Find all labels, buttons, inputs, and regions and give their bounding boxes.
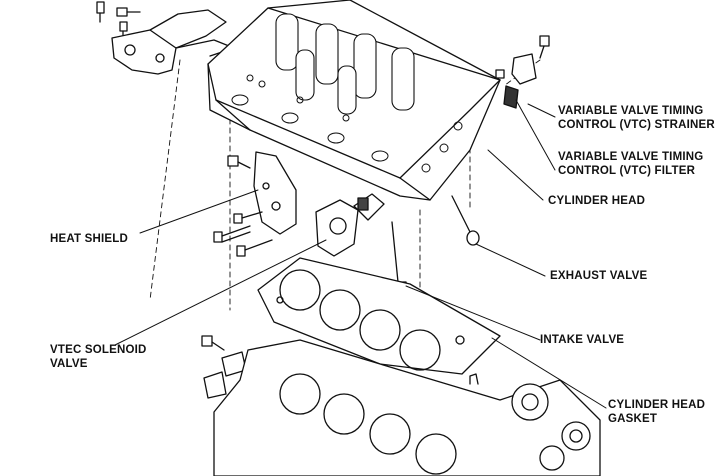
label-vtec-solenoid-line1: VTEC SOLENOID	[50, 344, 147, 356]
label-heat-shield-text: HEAT SHIELD	[50, 233, 129, 245]
label-vtc-filter: VARIABLE VALVE TIMING CONTROL (VTC) FILT…	[558, 150, 703, 178]
bolt-group-top-left	[96, 1, 141, 41]
bolt-group-mid	[213, 211, 273, 257]
camshaft-lobes	[275, 13, 415, 115]
label-vtec-solenoid: VTEC SOLENOID VALVE	[50, 343, 147, 371]
label-head-gasket-line1: CYLINDER HEAD	[608, 399, 706, 411]
label-intake-valve-text: INTAKE VALVE	[540, 334, 625, 346]
cylinder-head-bolt	[451, 195, 480, 246]
label-vtc-strainer-line2: CONTROL (VTC) STRAINER	[558, 119, 715, 131]
label-heat-shield: HEAT SHIELD	[50, 232, 128, 246]
engine-bracket	[111, 9, 235, 75]
label-intake-valve: INTAKE VALVE	[540, 333, 624, 347]
label-vtec-solenoid-line2: VALVE	[50, 358, 88, 370]
head-ports	[231, 74, 463, 173]
vtec-solenoid	[315, 193, 385, 257]
cylinder-head	[207, 0, 501, 201]
engine-block	[213, 339, 601, 476]
leader-lines	[114, 99, 607, 409]
label-cylinder-head-text: CYLINDER HEAD	[548, 195, 646, 207]
label-head-gasket: CYLINDER HEAD GASKET	[608, 398, 705, 426]
head-gasket	[257, 257, 501, 375]
label-exhaust-valve: EXHAUST VALVE	[550, 269, 647, 283]
label-head-gasket-line2: GASKET	[608, 413, 658, 425]
vtc-strainer-assembly	[495, 35, 550, 109]
label-vtc-filter-line2: CONTROL (VTC) FILTER	[558, 165, 696, 177]
label-cylinder-head: CYLINDER HEAD	[548, 194, 645, 208]
lower-left-fitting	[201, 335, 247, 399]
label-exhaust-valve-text: EXHAUST VALVE	[550, 270, 648, 282]
label-vtc-strainer: VARIABLE VALVE TIMING CONTROL (VTC) STRA…	[558, 104, 715, 132]
label-vtc-strainer-line1: VARIABLE VALVE TIMING	[558, 105, 704, 117]
label-vtc-filter-line1: VARIABLE VALVE TIMING	[558, 151, 704, 163]
heat-shield	[227, 151, 297, 235]
